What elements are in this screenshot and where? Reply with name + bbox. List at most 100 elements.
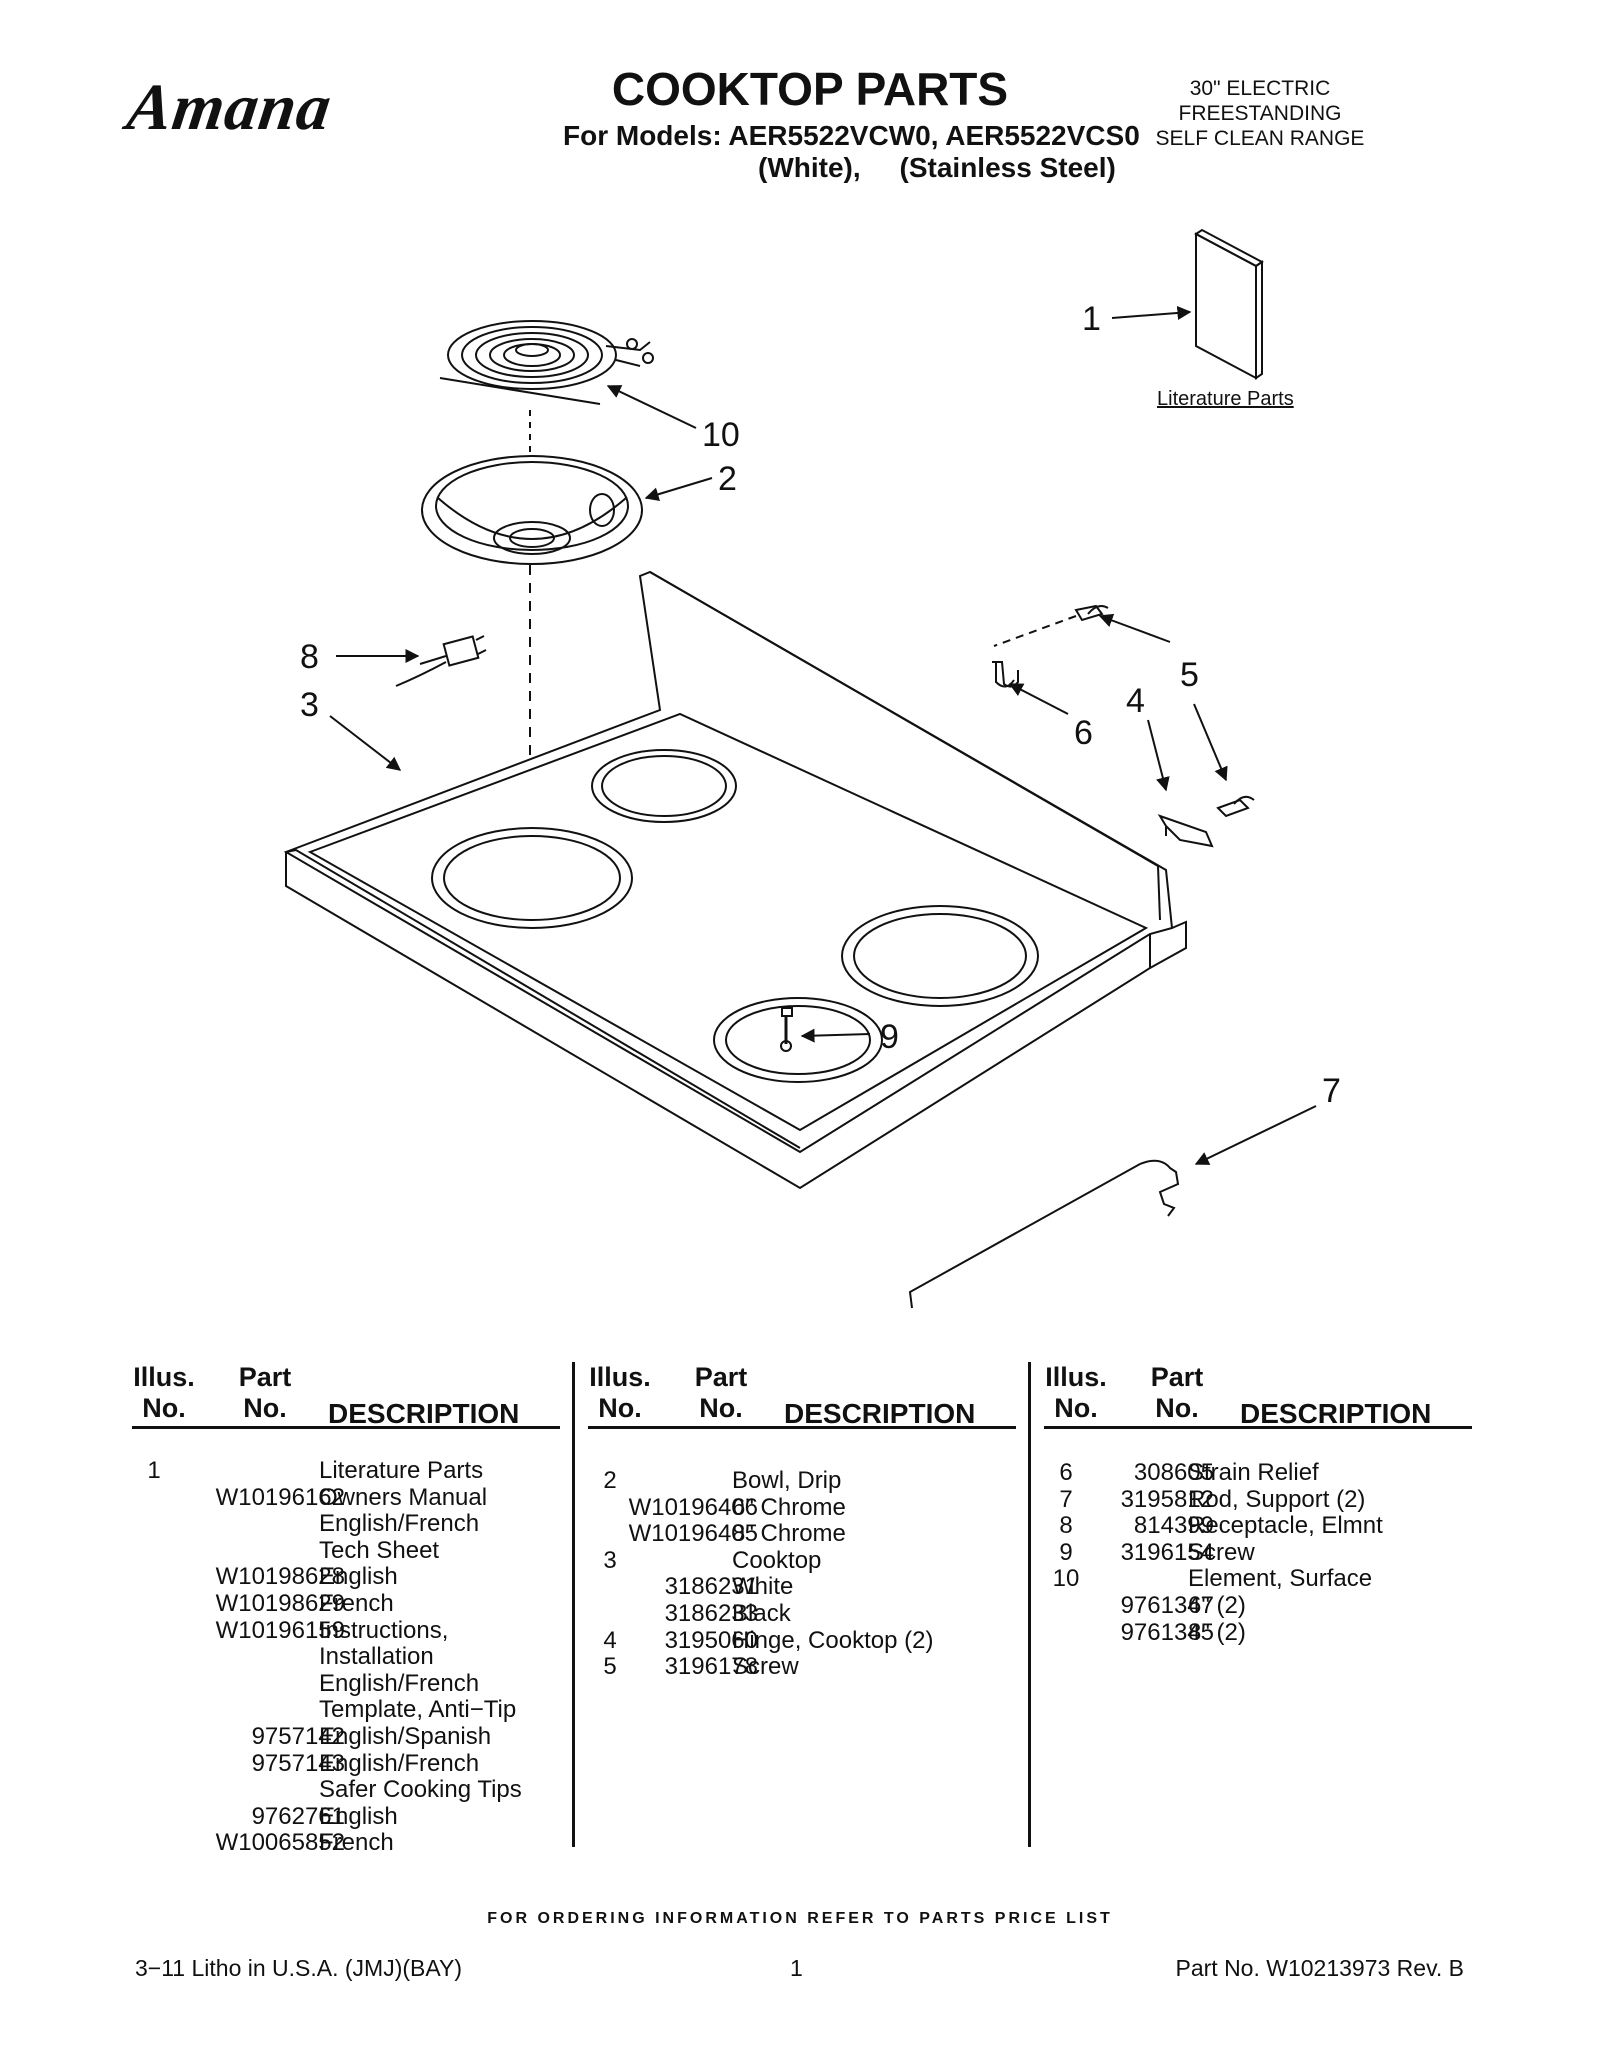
part-description: Screw: [732, 1653, 799, 1681]
cooktop-hinge: [1157, 814, 1214, 848]
surface-element: [439, 320, 654, 405]
part-number: W10198629: [215, 1590, 345, 1617]
part-description: 6" (2): [1188, 1592, 1246, 1619]
models-line: For Models: AER5522VCW0, AER5522VCS0: [563, 120, 1140, 151]
header-description: DESCRIPTION: [328, 1398, 520, 1429]
parts-table-row: Tech Sheet: [132, 1537, 552, 1564]
part-number: 3196178: [664, 1653, 758, 1681]
part-number: W10196405: [628, 1520, 758, 1548]
litho-note: 3−11 Litho in U.S.A. (JMJ)(BAY): [135, 1955, 463, 1981]
part-description: Black: [732, 1600, 791, 1627]
part-description: White: [732, 1573, 794, 1601]
element-receptacle: [395, 635, 487, 687]
part-number: 814399: [1133, 1512, 1214, 1540]
parts-table-row: Safer Cooking Tips: [132, 1777, 552, 1803]
header-illus-no: Illus. No.: [588, 1362, 652, 1424]
part-number: W10065852: [215, 1829, 345, 1857]
illus-number: 5: [603, 1653, 617, 1681]
part-number: 9762761: [251, 1802, 345, 1830]
parts-column-1: Illus. No. Part No. DESCRIPTION: [132, 1362, 560, 1847]
callout-8: 8: [300, 638, 319, 676]
header-illus-number: No.: [142, 1393, 186, 1423]
model-variants: (White), (Stainless Steel): [758, 152, 1116, 183]
range-line-1: 30" ELECTRIC FREESTANDING: [1178, 77, 1342, 125]
parts-table-row: English/French: [132, 1670, 552, 1697]
part-description: Safer Cooking Tips: [319, 1776, 522, 1804]
page-number: 1: [790, 1955, 803, 1981]
part-number: 3195812: [1120, 1485, 1214, 1513]
part-number: 9761347: [1120, 1592, 1214, 1619]
header-part-no: Part No.: [230, 1362, 300, 1424]
part-number: 308605: [1133, 1459, 1214, 1486]
part-description: Strain Relief: [1188, 1459, 1319, 1486]
illus-number: 9: [1059, 1538, 1073, 1566]
header-description: DESCRIPTION: [1240, 1398, 1432, 1429]
part-number: 3195060: [664, 1626, 758, 1654]
illus-number: 4: [603, 1626, 617, 1654]
header-illus: Illus.: [133, 1362, 195, 1392]
range-line-2: SELF CLEAN RANGE: [1155, 127, 1365, 150]
parts-table-row: Template, Anti−Tip: [132, 1697, 552, 1723]
header-description: DESCRIPTION: [784, 1398, 976, 1429]
callout-5: 5: [1180, 656, 1199, 694]
part-number: 3196154: [1120, 1538, 1214, 1566]
part-description: Hinge, Cooktop (2): [732, 1626, 934, 1654]
page-title: COOKTOP PARTS: [611, 63, 1009, 115]
illus-number: 2: [603, 1467, 617, 1494]
part-description: 8" Chrome: [732, 1520, 846, 1548]
part-description: English: [319, 1563, 398, 1591]
part-number: 3186231: [664, 1573, 758, 1601]
callout-10: 10: [702, 416, 740, 454]
parts-table-row: English/French: [132, 1511, 552, 1537]
header-part: Part: [1150, 1362, 1204, 1392]
header-illus-no: Illus. No.: [132, 1362, 196, 1424]
header-part-number: No.: [243, 1393, 287, 1423]
part-description: English/French: [319, 1749, 480, 1777]
header-illus: Illus.: [1045, 1362, 1107, 1392]
part-description: Owners Manual: [319, 1483, 488, 1511]
column-divider: [1028, 1362, 1031, 1847]
callout-2: 2: [718, 460, 737, 498]
screw-lower: [1216, 795, 1255, 818]
header-illus-no: Illus. No.: [1044, 1362, 1108, 1424]
parts-table-row: Installation: [132, 1644, 552, 1670]
document-part-number: Part No. W10213973 Rev. B: [1175, 1955, 1465, 1981]
part-number: W10196162: [215, 1483, 345, 1511]
strain-relief-clip: [992, 661, 1019, 688]
header-part-number: No.: [699, 1393, 743, 1423]
header-part-no: Part No.: [686, 1362, 756, 1424]
literature-parts-label: Literature Parts: [1157, 388, 1294, 410]
screw-upper: [993, 604, 1109, 647]
part-description: English/French: [319, 1510, 480, 1538]
part-description: English: [319, 1802, 398, 1830]
literature-parts-booklet: [1194, 228, 1264, 380]
part-description: English/Spanish: [319, 1723, 492, 1750]
callout-1: 1: [1082, 300, 1101, 338]
cooktop-panel: [283, 570, 1187, 1190]
part-number: W10198628: [215, 1563, 345, 1591]
support-rod: [908, 1159, 1180, 1309]
part-description: Cooktop: [732, 1546, 822, 1574]
illus-number: 6: [1059, 1459, 1073, 1486]
part-number: 9757142: [251, 1723, 345, 1750]
illus-number: 7: [1059, 1485, 1073, 1513]
drip-bowl: [421, 455, 643, 565]
callout-6: 6: [1074, 714, 1093, 752]
part-description: French: [319, 1590, 394, 1617]
part-description: French: [319, 1829, 394, 1857]
